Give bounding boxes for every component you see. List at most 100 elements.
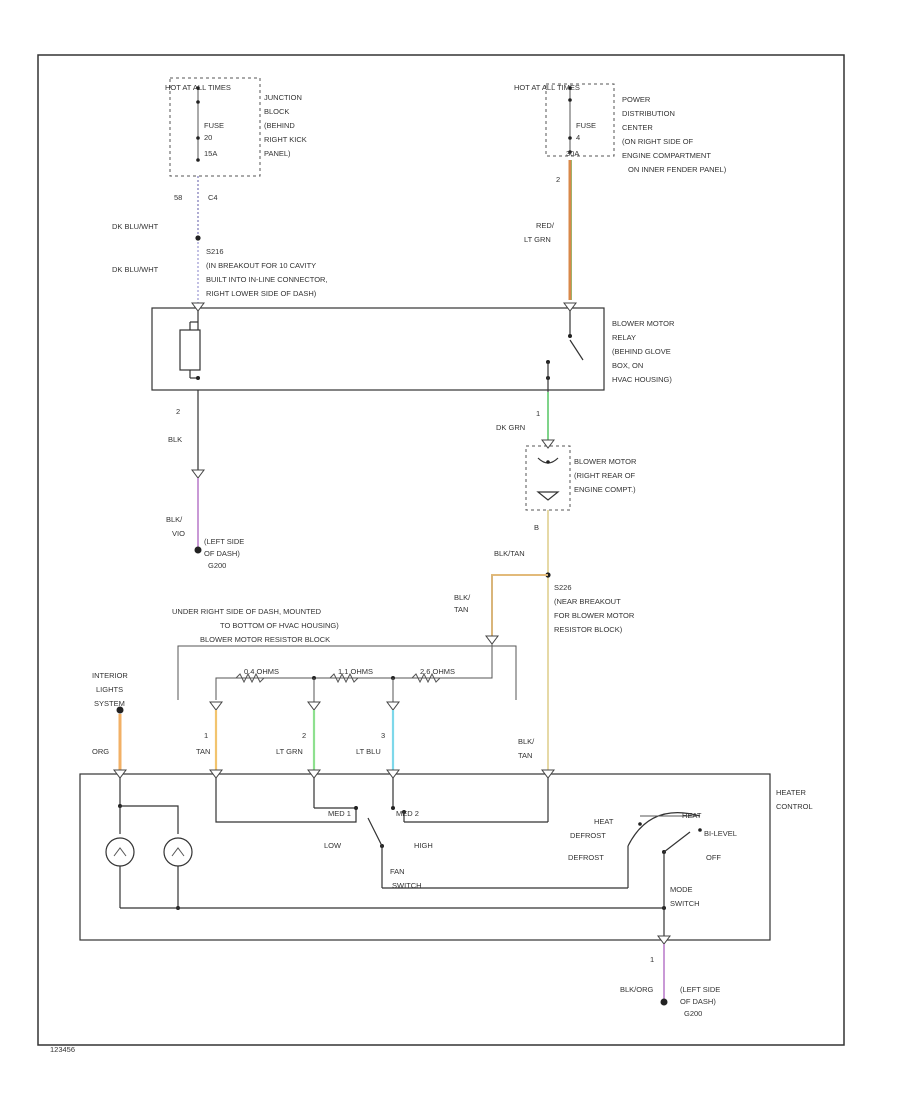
s226-desc-2: FOR BLOWER MOTOR [554, 611, 635, 620]
ground-right-pin: 1 [650, 955, 654, 964]
blower-motor-line-3: ENGINE COMPT.) [574, 485, 636, 494]
right-power-distribution-center: HOT AT ALL TIMES FUSE 4 30A POWER DISTRI… [514, 83, 727, 184]
fan-pos-med1: MED 1 [328, 809, 351, 818]
blk-tan-left-label-2: TAN [454, 605, 468, 614]
blower-motor-relay: BLOWER MOTOR RELAY (BEHIND GLOVE BOX, ON… [151, 302, 675, 392]
left-junction-block: HOT AT ALL TIMES FUSE 20 15A JUNCTION BL… [165, 77, 307, 202]
pdc-loc-4: (ON RIGHT SIDE OF [622, 137, 694, 146]
fan-pos-high: HIGH [414, 841, 433, 850]
relay-line-5: HVAC HOUSING) [612, 375, 672, 384]
resistor-r3: 2.6 OHMS [420, 667, 455, 676]
pdc-loc-5: ENGINE COMPARTMENT [622, 151, 711, 160]
mode-heat-1: HEAT [594, 817, 614, 826]
wire-red-lt-grn: RED/ LT GRN [524, 160, 572, 300]
right-fuse-number: 4 [576, 133, 580, 142]
pdc-loc-1: POWER [622, 95, 651, 104]
left-block-loc-2: BLOCK [264, 107, 289, 116]
figure-id: 123456 [50, 1045, 75, 1054]
heater-control: HEATER CONTROL MED 1 MED 2 LOW HI [79, 769, 813, 941]
mode-switch-label-1: MODE [670, 885, 693, 894]
dk-blu-wht-label-1: DK BLU/WHT [112, 222, 159, 231]
fan-switch-label-2: SWITCH [392, 881, 422, 890]
relay-pin-1: 1 [536, 409, 540, 418]
blk-tan-top-label: BLK/TAN [494, 549, 525, 558]
right-fuse-label: FUSE [576, 121, 596, 130]
interior-lights-line-3: SYSTEM [94, 699, 125, 708]
left-block-loc-3: (BEHIND [264, 121, 295, 130]
resistor-r1: 0.4 OHMS [244, 667, 279, 676]
heater-control-title-1: HEATER [776, 788, 806, 797]
left-connector-c4: C4 [208, 193, 218, 202]
s216-desc-2: BUILT INTO IN-LINE CONNECTOR, [206, 275, 328, 284]
tan-label: TAN [196, 747, 210, 756]
blk-tan-right-label-2: TAN [518, 751, 532, 760]
right-hot-label: HOT AT ALL TIMES [514, 83, 580, 92]
s226-id: S226 [554, 583, 572, 592]
dk-grn-label: DK GRN [496, 423, 525, 432]
s216-desc-3: RIGHT LOWER SIDE OF DASH) [206, 289, 317, 298]
diagram-frame [37, 54, 845, 1046]
relay-line-3: (BEHIND GLOVE [612, 347, 671, 356]
wires-resistor-to-control: 1 2 3 TAN LT GRN LT BLU [196, 710, 395, 770]
ground-right-line-1: (LEFT SIDE [680, 985, 720, 994]
blower-motor: BLOWER MOTOR (RIGHT REAR OF ENGINE COMPT… [525, 439, 637, 532]
interior-lights-line-2: LIGHTS [96, 685, 123, 694]
resistor-loc-2: TO BOTTOM OF HVAC HOUSING) [220, 621, 339, 630]
left-fuse-amps: 15A [204, 149, 217, 158]
right-pin-2: 2 [556, 175, 560, 184]
left-fuse-label: FUSE [204, 121, 224, 130]
left-pin-58: 58 [174, 193, 182, 202]
splice-s216: S216 (IN BREAKOUT FOR 10 CAVITY BUILT IN… [206, 247, 328, 298]
wire-blk-to-ground-left: 2 BLK BLK/ VIO (LEFT SIDE OF DASH) G200 [166, 390, 244, 570]
red-lt-grn-label-2: LT GRN [524, 235, 551, 244]
interior-lights-line-1: INTERIOR [92, 671, 128, 680]
ground-left-line-2: OF DASH) [204, 549, 240, 558]
lt-blu-label: LT BLU [356, 747, 381, 756]
lt-grn-label: LT GRN [276, 747, 303, 756]
relay-line-1: BLOWER MOTOR [612, 319, 675, 328]
ground-left-line-1: (LEFT SIDE [204, 537, 244, 546]
blower-motor-line-2: (RIGHT REAR OF [574, 471, 636, 480]
left-fuse-number: 20 [204, 133, 212, 142]
pin-2: 2 [302, 731, 306, 740]
pin-3: 3 [381, 731, 385, 740]
wire-dk-grn: 1 DK GRN [496, 392, 549, 440]
left-block-loc-5: PANEL) [264, 149, 291, 158]
blk-tan-right-label-1: BLK/ [518, 737, 535, 746]
ground-right: 1 BLK/ORG (LEFT SIDE OF DASH) G200 [620, 935, 720, 1018]
pin-1: 1 [204, 731, 208, 740]
blk-org-label: BLK/ORG [620, 985, 654, 994]
ground-right-line-3: G200 [684, 1009, 702, 1018]
blk-vio-label-1: BLK/ [166, 515, 183, 524]
blk-tan-left-label-1: BLK/ [454, 593, 471, 602]
pdc-loc-6: ON INNER FENDER PANEL) [628, 165, 727, 174]
fan-pos-med2: MED 2 [396, 809, 419, 818]
pdc-loc-2: DISTRIBUTION [622, 109, 675, 118]
resistor-r2: 1.1 OHMS [338, 667, 373, 676]
s216-id: S216 [206, 247, 224, 256]
s226-desc-1: (NEAR BREAKOUT [554, 597, 621, 606]
resistor-loc-1: UNDER RIGHT SIDE OF DASH, MOUNTED [172, 607, 322, 616]
blower-motor-resistor-block: UNDER RIGHT SIDE OF DASH, MOUNTED TO BOT… [172, 607, 517, 711]
right-fuse-amps: 30A [566, 149, 579, 158]
blk-vio-label-2: VIO [172, 529, 185, 538]
mode-defrost-1: DEFROST [570, 831, 606, 840]
relay-pin-2: 2 [176, 407, 180, 416]
heater-control-title-2: CONTROL [776, 802, 813, 811]
red-lt-grn-label-1: RED/ [536, 221, 555, 230]
mode-heat-2: HEAT [682, 811, 702, 820]
mode-bi-level: BI-LEVEL [704, 829, 737, 838]
wire-blk-tan-main: BLK/TAN BLK/ TAN S226 (NEAR BREAKOUT FOR… [454, 510, 635, 772]
ground-left-line-3: G200 [208, 561, 226, 570]
fan-switch-label-1: FAN [390, 867, 405, 876]
mode-switch-label-2: SWITCH [670, 899, 700, 908]
left-block-loc-4: RIGHT KICK [264, 135, 307, 144]
mode-defrost-2: DEFROST [568, 853, 604, 862]
pdc-loc-3: CENTER [622, 123, 653, 132]
dk-blu-wht-label-2: DK BLU/WHT [112, 265, 159, 274]
s216-desc-1: (IN BREAKOUT FOR 10 CAVITY [206, 261, 316, 270]
ground-right-line-2: OF DASH) [680, 997, 716, 1006]
mode-off: OFF [706, 853, 721, 862]
s226-desc-3: RESISTOR BLOCK) [554, 625, 623, 634]
